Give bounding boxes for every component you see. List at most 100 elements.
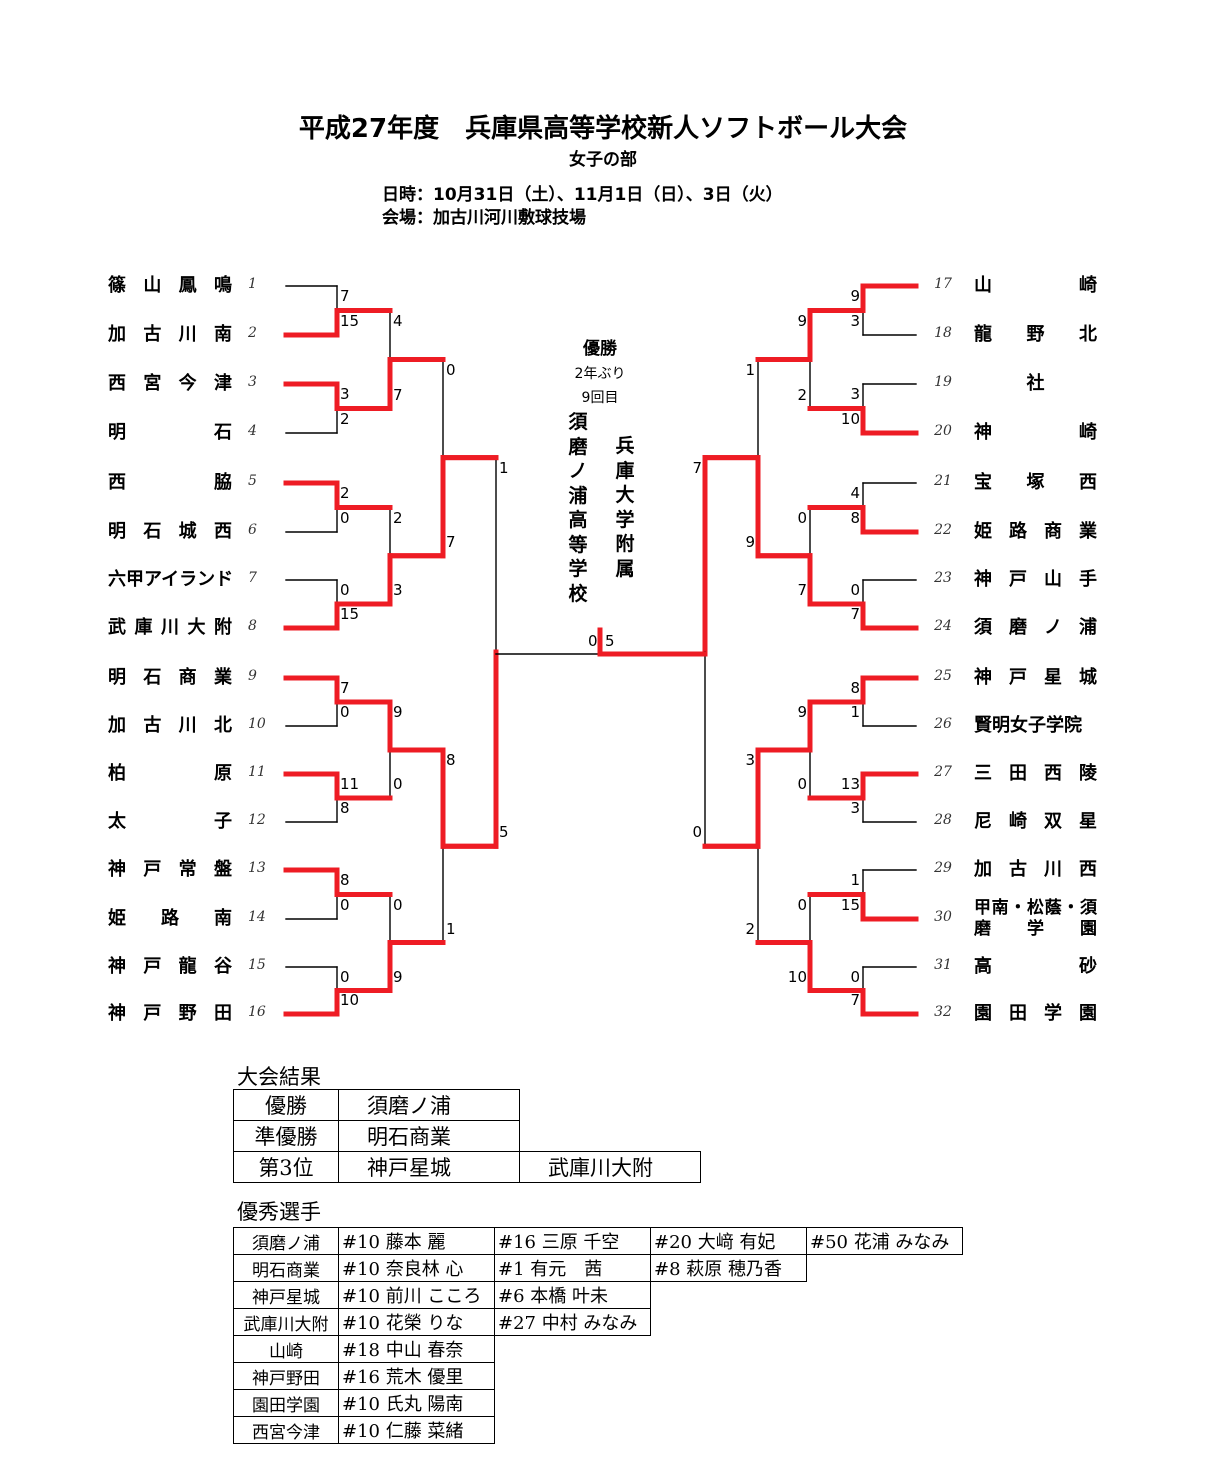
mvp-player — [807, 1255, 963, 1282]
left-r1-m5-score-top: 7 — [340, 679, 350, 697]
mvp-player — [807, 1390, 963, 1417]
left-team-1: 篠 山 鳳 鳴 — [108, 275, 232, 296]
left-team-9: 明 石 商 業 — [108, 667, 232, 688]
results-title: 大会結果 — [237, 1065, 321, 1089]
right-r2-m3-score-top: 9 — [797, 703, 807, 721]
page-subtitle: 女子の部 — [569, 150, 637, 170]
right-r1-m1-score-bottom: 3 — [850, 312, 860, 330]
right-r1-m7-score-bottom: 15 — [840, 896, 860, 914]
left-r1-m1-score-top: 7 — [340, 287, 350, 305]
left-seed-13: 13 — [248, 860, 266, 876]
mvp-player: #10 藤本 麗 — [338, 1227, 495, 1255]
mvp-player: #18 中山 春奈 — [338, 1335, 495, 1363]
right-seed-29: 29 — [934, 860, 952, 876]
champion-school-char: 磨 — [568, 435, 588, 458]
right-seed-30: 30 — [934, 909, 952, 925]
results-rank: 準優勝 — [233, 1120, 339, 1152]
right-r3-m2-score-top: 3 — [745, 751, 755, 769]
right-seed-24: 24 — [934, 618, 952, 634]
final-score-right: 5 — [605, 632, 615, 650]
right-seed-22: 22 — [934, 522, 952, 538]
left-r2-m2-score-bottom: 3 — [393, 581, 403, 599]
left-r1-m4-score-top: 0 — [340, 581, 350, 599]
champion-school-char: 附 — [615, 533, 635, 555]
right-r1-m2-score-top: 3 — [850, 385, 860, 403]
left-r1-m1-score-bottom: 15 — [340, 312, 360, 330]
right-r3-m2-score-bottom: 2 — [745, 919, 755, 938]
right-seed-18: 18 — [934, 325, 952, 341]
right-seed-23: 23 — [934, 570, 952, 586]
mvp-player — [807, 1336, 963, 1363]
left-team-7: 六甲アイランド — [108, 569, 234, 590]
mvp-player — [495, 1417, 651, 1444]
right-team-22: 姫 路 商 業 — [974, 521, 1097, 542]
right-seed-19: 19 — [934, 374, 952, 390]
right-r1-m5-score-top: 8 — [850, 679, 860, 697]
left-r3-m2-score-top: 8 — [446, 751, 456, 769]
left-r1-m2-score-top: 3 — [340, 385, 350, 403]
right-team-18: 龍 野 北 — [974, 324, 1097, 345]
right-seed-17: 17 — [934, 276, 952, 292]
right-team-20: 神 崎 — [974, 422, 1097, 443]
left-seed-10: 10 — [248, 716, 266, 732]
mvp-player: #10 仁藤 菜緒 — [338, 1416, 495, 1444]
mvp-player: #8 萩原 穂乃香 — [650, 1254, 807, 1282]
right-r2-m1-score-bottom: 2 — [797, 385, 807, 404]
right-seed-27: 27 — [934, 764, 952, 780]
right-r4-m1-score-top: 7 — [692, 458, 702, 477]
left-team-4: 明 石 — [108, 422, 232, 443]
right-team-28: 尼 崎 双 星 — [974, 811, 1097, 832]
mvp-player — [651, 1390, 807, 1417]
champion-school-name-2: 兵庫大学附属 — [613, 434, 637, 581]
right-team-23: 神 戸 山 手 — [974, 569, 1097, 590]
mvp-row: 須磨ノ浦#10 藤本 麗#16 三原 千空#20 大﨑 有妃#50 花浦 みなみ — [233, 1227, 963, 1255]
left-r4-m1-score-bottom: 5 — [499, 823, 509, 842]
champion-label: 優勝 — [583, 339, 617, 359]
mvp-title: 優秀選手 — [237, 1200, 321, 1224]
mvp-player: #20 大﨑 有妃 — [650, 1227, 807, 1255]
right-seed-32: 32 — [934, 1004, 952, 1020]
left-r1-m8-score-top: 0 — [340, 968, 350, 986]
left-seed-1: 1 — [248, 276, 257, 292]
right-seed-21: 21 — [934, 473, 952, 489]
left-seed-14: 14 — [248, 909, 266, 925]
champion-school-char: 学 — [615, 508, 635, 531]
left-team-5: 西 脇 — [108, 472, 232, 493]
mvp-player — [495, 1390, 651, 1417]
champion-school-char: ノ — [568, 460, 588, 482]
left-r3-m1-score-top: 0 — [446, 360, 456, 379]
champion-school-char: 兵 — [615, 435, 635, 457]
left-team-3: 西 宮 今 津 — [108, 373, 232, 394]
left-r1-m6-score-bottom: 8 — [340, 799, 350, 817]
right-team-26: 賢明女子学院 — [974, 715, 1082, 736]
left-team-16: 神 戸 野 田 — [108, 1003, 232, 1024]
left-r1-m5-score-bottom: 0 — [340, 703, 350, 721]
right-r1-m3-score-top: 4 — [850, 484, 860, 502]
results-row: 第3位神戸星城武庫川大附 — [233, 1151, 701, 1183]
champion-school-name-1: 須磨ノ浦高等学校 — [566, 410, 590, 606]
left-r3-m1-score-bottom: 7 — [446, 532, 456, 551]
mvp-row: 西宮今津#10 仁藤 菜緒 — [233, 1416, 963, 1444]
right-team-29: 加 古 川 西 — [974, 859, 1097, 880]
right-team-19: 社 — [1026, 373, 1045, 394]
left-r1-m7-score-top: 8 — [340, 871, 350, 889]
champion-school-char: 庫 — [615, 459, 635, 482]
left-r1-m3-score-bottom: 0 — [340, 509, 350, 527]
mvp-player — [651, 1336, 807, 1363]
mvp-player — [651, 1417, 807, 1444]
mvp-player: #6 本橋 叶未 — [494, 1281, 651, 1309]
left-r3-m2-score-bottom: 1 — [446, 919, 456, 938]
team-name-line-1: 甲南・松蔭・須 — [974, 898, 1097, 918]
champion-count: 9回目 — [581, 390, 619, 406]
left-r4-m1-score-top: 1 — [499, 458, 509, 477]
left-seed-6: 6 — [248, 522, 257, 538]
left-team-12: 太 子 — [108, 811, 232, 832]
left-team-15: 神 戸 龍 谷 — [108, 956, 232, 977]
left-team-6: 明 石 城 西 — [108, 521, 232, 542]
right-r1-m1-score-top: 9 — [850, 287, 860, 305]
champion-school-char: 等 — [568, 533, 588, 556]
mvp-player: #16 三原 千空 — [494, 1227, 651, 1255]
mvp-row: 明石商業#10 奈良林 心#1 有元 茜#8 萩原 穂乃香 — [233, 1254, 963, 1282]
mvp-player: #10 前川 こころ — [338, 1281, 495, 1309]
right-r4-m1-score-bottom: 0 — [692, 823, 702, 842]
